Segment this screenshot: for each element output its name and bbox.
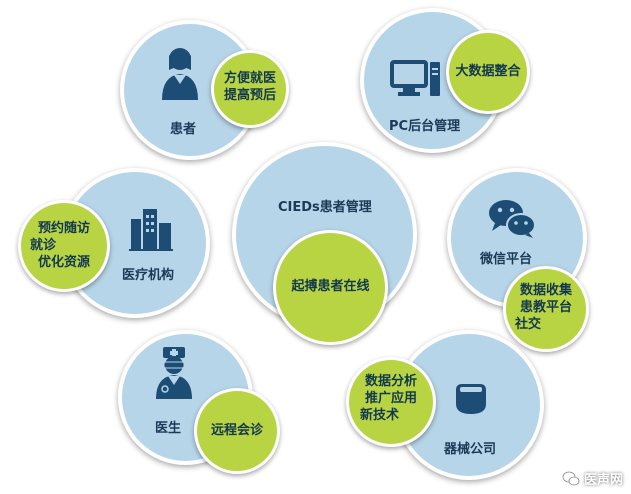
computer-icon [390,60,440,96]
center-sub-node [273,230,388,345]
building-icon [129,209,173,251]
device-benefit-node [346,357,436,447]
hospital-benefit-node [18,200,110,292]
hospital-label: 医疗机构 [122,268,175,283]
center-title: CIEDs患者管理 [278,200,372,215]
watermark-text: 医声网 [583,473,623,488]
pc-benefit-node [446,30,530,114]
wechat-icon [489,200,536,238]
pc-benefit-text: 大数据整合 [455,64,521,79]
wechat-benefit-text: 数据收集 患教平台 社交 [515,283,572,332]
pacemaker-icon [456,384,486,414]
doctor-benefit-node [194,388,280,474]
hospital-benefit-text: 预约随访 就诊 优化资源 [30,221,90,270]
doctor-benefit-text: 远程会诊 [210,423,263,438]
watermark: 医声网 [562,469,623,488]
device-benefit-text: 数据分析 推广应用 新技术 [360,374,417,423]
doctor-label: 医生 [155,421,182,436]
doctor-icon [156,347,192,399]
pc-label: PC后台管理 [389,119,461,134]
wechat-logo-icon [562,471,580,486]
patient-label: 患者 [170,122,197,137]
center-sub-text: 起搏患者在线 [291,279,370,294]
device-label: 器械公司 [444,442,497,457]
wechat-benefit-node [503,266,589,352]
patient-benefit-node [211,50,289,128]
patient-icon [162,48,198,100]
patient-benefit-text: 方便就医 提高预后 [223,71,276,103]
wechat-label: 微信平台 [480,252,533,267]
